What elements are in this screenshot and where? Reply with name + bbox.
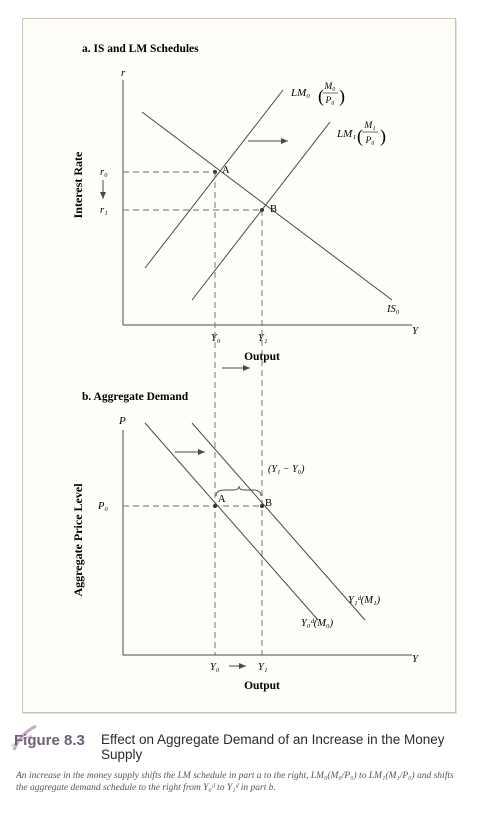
svg-text:M₁: M₁ [363, 121, 375, 131]
panel-b-y0-label: Y₀ [210, 662, 220, 673]
lm1-label: LM₁ ( M₁ P₀ ) [336, 121, 386, 147]
point-b-b-marker [260, 504, 264, 508]
svg-text:): ) [339, 86, 345, 107]
caption-title: Effect on Aggregate Demand of an Increas… [101, 732, 445, 762]
ad0-label: Y₀ᵈ(M₀) [301, 618, 334, 629]
panel-a-x-symbol: Y [412, 325, 420, 337]
panel-b-x-label: Output [244, 680, 280, 692]
panel-a-y1-label: Y₁ [258, 333, 268, 344]
panel-a-y-symbol: r [121, 67, 126, 79]
figure-panel [22, 18, 456, 713]
svg-text:(: ( [357, 126, 363, 147]
is-curve [141, 111, 393, 301]
figure-swash-icon [11, 724, 37, 751]
panel-b-x-symbol: Y [412, 653, 420, 665]
svg-text:LM₁: LM₁ [336, 128, 356, 140]
svg-text:P₀: P₀ [364, 136, 374, 146]
caption-label: Figure 8.3 [14, 732, 85, 749]
point-a-b-marker [213, 504, 217, 508]
p0-label: P₀ [97, 501, 108, 512]
panel-b-title: b. Aggregate Demand [82, 391, 189, 403]
panel-a-y0-label: Y₀ [211, 333, 221, 344]
panel-a-title: a. IS and LM Schedules [82, 43, 199, 55]
shift-label: (Y₁ − Y₀) [268, 464, 305, 475]
svg-text:P₀: P₀ [324, 96, 334, 106]
lm0-curve [144, 89, 284, 269]
shift-brace [215, 485, 262, 497]
r1-label: r₁ [100, 205, 108, 216]
ad0-curve [144, 422, 319, 621]
point-b-label: B [270, 204, 277, 215]
svg-text:): ) [380, 126, 386, 147]
panel-b-y-label: Aggregate Price Level [71, 483, 85, 597]
svg-text:LM₀: LM₀ [290, 87, 310, 99]
point-a-label: A [222, 165, 230, 176]
ad1-curve [191, 422, 366, 621]
ad1-label: Y₁ᵈ(M₁) [348, 595, 381, 606]
caption-body: An increase in the money supply shifts t… [16, 771, 454, 793]
svg-text:M₀: M₀ [323, 82, 335, 92]
lm0-label: LM₀ ( M₀ P₀ ) [290, 82, 345, 107]
panel-b-y-symbol: P [118, 415, 126, 427]
panel-a-y-label: Interest Rate [71, 151, 85, 218]
r0-label: r₀ [100, 167, 108, 178]
panel-a-x-label: Output [244, 351, 280, 363]
is-label: IS₀ [386, 304, 400, 315]
panel-b-point-b-label: B [265, 498, 272, 509]
panel-b-y1-label: Y₁ [258, 662, 268, 673]
svg-text:(: ( [318, 86, 324, 107]
caption-number: 8.3 [64, 732, 85, 749]
panel-b-point-a-label: A [218, 494, 226, 505]
